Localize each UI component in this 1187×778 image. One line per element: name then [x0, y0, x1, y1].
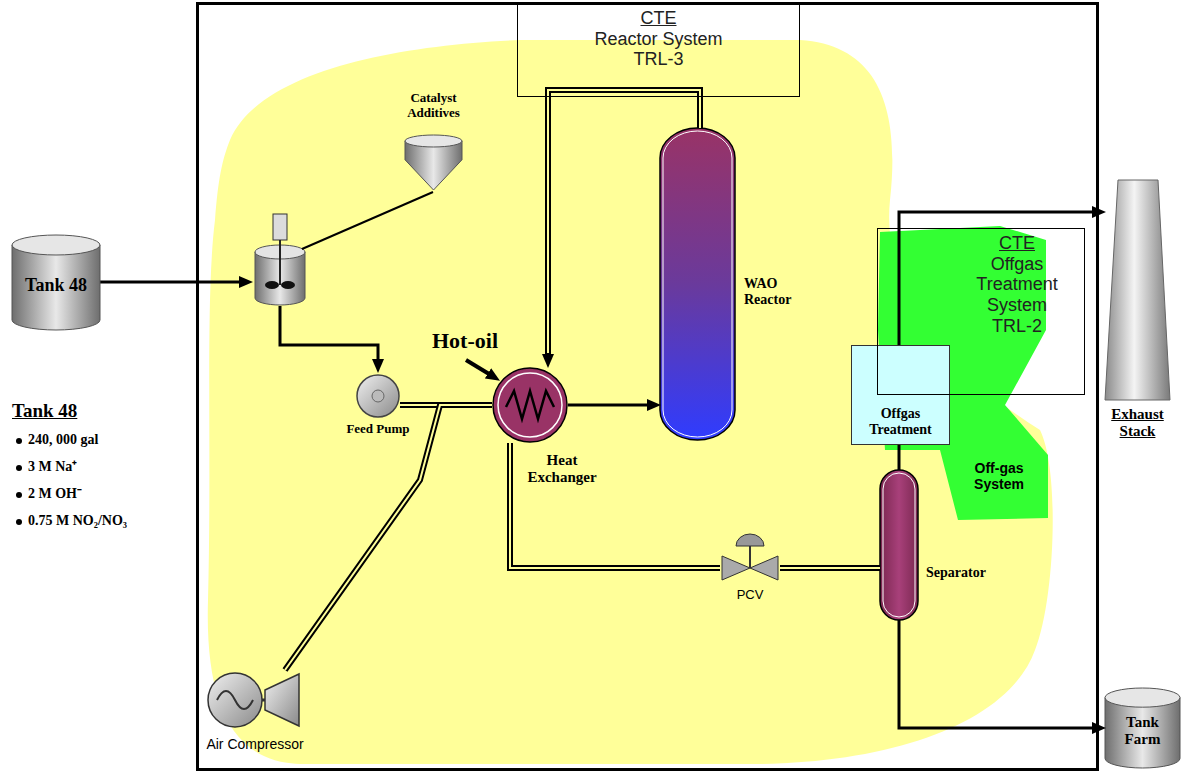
vessel-shell — [880, 470, 918, 620]
vessel-shell — [660, 128, 735, 440]
hopper-top — [405, 135, 462, 147]
cte-box: CTEReactor System TRL-3 — [517, 3, 800, 97]
impeller-blade — [281, 281, 295, 289]
bullet — [16, 492, 22, 498]
control-valve: PCV — [720, 530, 780, 585]
stack-body — [1105, 180, 1170, 400]
tank-property: 2 M OH⁻ — [28, 486, 82, 502]
node-label: Catalyst Additives — [385, 91, 482, 121]
valve-actuator — [736, 534, 764, 546]
connector-line — [568, 404, 654, 407]
compressor-body — [265, 674, 299, 726]
exchanger-shell — [493, 368, 567, 442]
node-label: Feed Pump — [326, 422, 430, 437]
tank-property: 3 M Na⁺ — [28, 459, 77, 475]
node-label: PCV — [720, 588, 780, 603]
storage-tank: Tank 48 — [12, 235, 100, 330]
stream-label: Hot-oil — [432, 328, 498, 353]
impeller-blade — [265, 281, 279, 289]
shape-outline — [356, 374, 400, 418]
reactor-vessel: WAO Reactor — [660, 128, 735, 440]
pump-casing — [357, 375, 399, 417]
node-label: Tank 48 — [25, 275, 87, 296]
separator-vessel: Separator — [880, 470, 918, 620]
bullet — [16, 519, 22, 525]
connector-line — [899, 620, 1099, 728]
mixer-motor — [273, 214, 287, 240]
shape-outline — [492, 367, 568, 443]
pipe-connector — [780, 568, 880, 569]
valve-stem — [749, 546, 751, 568]
exchanger-ring — [498, 373, 562, 437]
exchanger-coil — [506, 391, 554, 419]
node-label: CTE — [999, 233, 1035, 254]
pipe-connector — [285, 405, 492, 670]
shape-outline — [880, 470, 918, 620]
tank-top — [1105, 688, 1180, 707]
node-label: Separator — [926, 565, 1006, 581]
tank-body — [12, 245, 100, 330]
motor-wave — [217, 691, 253, 709]
exhaust-stack: Exhaust Stack — [1105, 180, 1170, 400]
vessel-rim — [663, 131, 732, 437]
node-label: Tank Farm — [1113, 714, 1173, 749]
cte-box: CTEOffgas Treatment System TRL-2 — [877, 228, 1085, 395]
node-label: WAO Reactor — [744, 276, 804, 308]
shape-outline — [405, 135, 462, 190]
mixer-shaft — [279, 240, 281, 285]
catalyst-hopper: Catalyst Additives — [405, 135, 462, 190]
shape-outline — [720, 530, 780, 585]
feed-arrow — [100, 281, 246, 284]
node-label: Offgas Treatment — [858, 406, 943, 438]
connector-line — [898, 445, 901, 470]
pump-eye — [372, 390, 384, 402]
shape-outline — [660, 128, 735, 440]
flow-arrow — [899, 445, 900, 470]
motor-body — [208, 673, 262, 727]
mix-tank — [255, 214, 305, 305]
connector-line — [285, 405, 492, 670]
hopper-body — [405, 141, 462, 190]
bullet — [16, 438, 22, 444]
vessel-rim — [883, 473, 915, 617]
additive-line — [302, 192, 433, 249]
shape-outline — [1105, 180, 1170, 400]
tank-body — [1105, 698, 1180, 768]
node-label: CTE — [641, 8, 677, 29]
valve-body — [722, 556, 750, 580]
treatment-box: Offgas Treatment — [851, 345, 950, 445]
storage-tank: Tank Farm — [1105, 688, 1180, 768]
node-label: Heat Exchanger — [522, 452, 602, 487]
tank-property: 240, 000 gal — [28, 432, 98, 448]
node-label: Offgas Treatment System TRL-2 — [967, 254, 1067, 337]
tank-top — [12, 235, 100, 255]
flow-arrow — [568, 405, 654, 406]
facility-boundary — [198, 4, 1098, 770]
tank-heading: Tank 48 — [12, 400, 77, 422]
node-label: Air Compressor — [200, 736, 310, 752]
tank-property: 0.75 M NO₂/NO₃ — [28, 513, 127, 529]
connector-line — [780, 565, 880, 571]
bullet — [16, 465, 22, 471]
pipe-core — [285, 405, 492, 670]
air-compressor: Air Compressor — [205, 670, 300, 730]
shape-outline — [205, 670, 300, 730]
node-label: Off-gas System — [953, 460, 1045, 492]
node-label: Reactor System TRL-3 — [584, 29, 734, 70]
pipe-connector — [510, 443, 720, 568]
node-label: Exhaust Stack — [1101, 406, 1174, 441]
heat-exchanger: Heat Exchanger — [492, 367, 568, 443]
mix-outlet-arrow — [280, 306, 378, 366]
pipe-core — [510, 443, 720, 568]
feed-pump: Feed Pump — [356, 374, 400, 418]
valve-body — [750, 556, 778, 580]
shape-outline — [878, 229, 1086, 396]
connector-line — [510, 443, 720, 568]
pipe-core — [780, 567, 880, 569]
hot-oil-arrow — [466, 360, 494, 377]
process-area — [208, 40, 1053, 764]
flow-arrow — [899, 620, 1099, 728]
